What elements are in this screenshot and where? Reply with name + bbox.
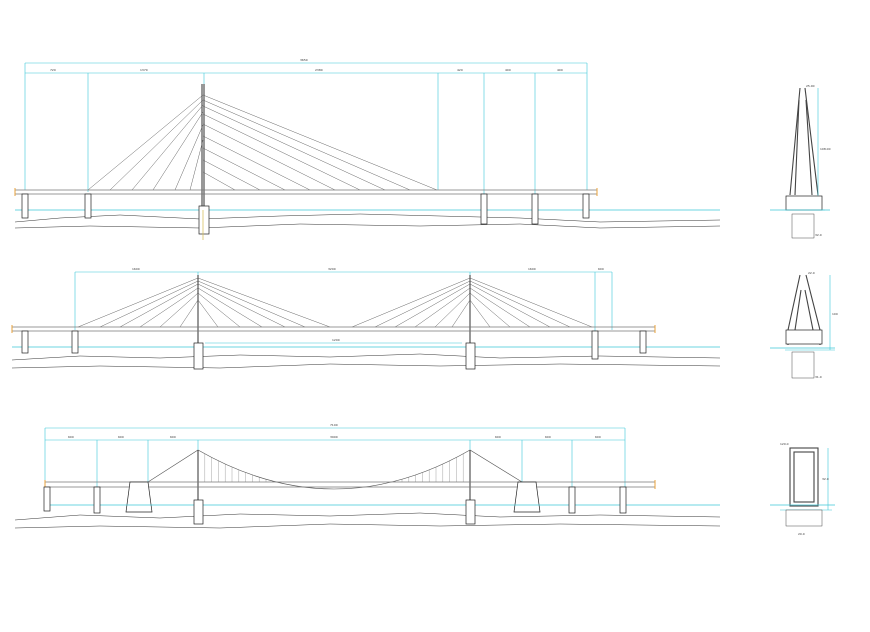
span-label: 1600: [132, 267, 140, 271]
suspension-tower-section: 120.0 32.0 20.0: [770, 442, 835, 536]
span-label: 2380: [315, 68, 323, 72]
pier: [582, 193, 590, 219]
pier: [21, 193, 29, 219]
section-label: 31.0: [815, 375, 822, 379]
pier: [465, 499, 476, 525]
span-label: 400: [557, 68, 563, 72]
pier: [93, 486, 101, 514]
span-label: 600: [598, 267, 604, 271]
span-label: 600: [68, 435, 74, 439]
span-label: 1600: [528, 267, 536, 271]
pier: [619, 486, 627, 514]
span-label: 1370: [140, 68, 148, 72]
section-label: 25.00: [806, 84, 815, 88]
pier: [71, 330, 79, 354]
twin-pylon-elevation: 1600 3200 1600 600: [11, 267, 721, 370]
tower-base: [785, 329, 823, 345]
overall-dimension: 7100: [330, 423, 338, 427]
twin-pylon-tower-section: 22.0 100 31.0: [770, 271, 838, 379]
pile-cap: [785, 509, 823, 527]
overall-dimension: 3650: [300, 58, 308, 62]
pier: [43, 486, 51, 512]
pier: [198, 205, 210, 235]
span-label: 600: [545, 435, 551, 439]
pier: [568, 486, 576, 514]
section-label: 100: [832, 312, 838, 316]
anchorage: [513, 481, 541, 513]
span-label: 600: [495, 435, 501, 439]
pier: [639, 330, 647, 354]
pier: [591, 330, 599, 360]
span-label: 400: [505, 68, 511, 72]
pier: [84, 193, 92, 219]
pier: [480, 193, 488, 225]
section-label: 120.0: [780, 442, 789, 446]
span-label: 720: [50, 68, 56, 72]
pier: [21, 330, 29, 354]
span-label: 3900: [330, 435, 338, 439]
pile-cap: [791, 213, 815, 239]
pier: [193, 342, 204, 370]
suspension-elevation: 7100 600 600 600 3900 600 600 600: [14, 423, 721, 529]
span-label: 600: [595, 435, 601, 439]
section-label: 108.00: [820, 147, 831, 151]
section-label: 20.0: [798, 532, 805, 536]
pier: [465, 342, 476, 370]
span-label: 600: [118, 435, 124, 439]
single-pylon-elevation: 3650 720 1370 2380 420 400 400: [14, 58, 721, 240]
span-label: 600: [170, 435, 176, 439]
pier: [193, 499, 204, 525]
tower-base: [785, 195, 823, 211]
anchorage: [125, 481, 153, 513]
pile-cap: [791, 351, 815, 379]
section-label: 22.0: [808, 271, 815, 275]
span-label: 3200: [328, 267, 336, 271]
section-label: 32.0: [815, 233, 822, 237]
single-pylon-tower-section: 25.00 108.00 32.0: [770, 84, 831, 239]
span-label: 420: [457, 68, 463, 72]
pier: [531, 193, 539, 225]
section-label: 32.0: [822, 477, 829, 481]
center-span-label: 1200: [332, 338, 340, 342]
